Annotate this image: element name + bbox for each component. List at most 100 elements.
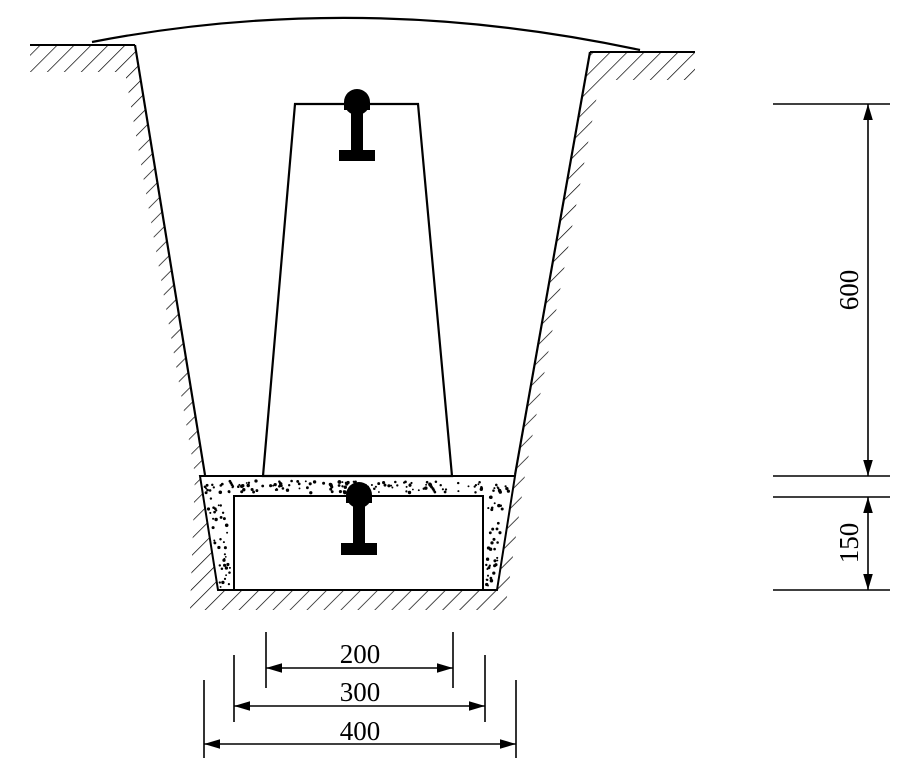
sand-dot xyxy=(434,480,438,484)
dimension-label-150: 150 xyxy=(834,523,864,564)
sand-dot xyxy=(247,481,251,484)
sand-dot xyxy=(212,517,215,520)
sand-dot xyxy=(213,510,216,514)
dimension-label-200: 200 xyxy=(340,639,381,669)
sand-dot xyxy=(223,557,226,560)
sand-dot xyxy=(242,488,246,492)
dimension-label-600: 600 xyxy=(834,270,864,311)
sand-dot xyxy=(227,582,231,586)
sand-dot xyxy=(273,483,277,486)
sand-dot xyxy=(377,491,380,493)
sand-dot xyxy=(485,557,490,561)
sand-dot xyxy=(488,531,492,535)
sand-dot xyxy=(506,489,510,493)
sand-dot xyxy=(489,576,493,580)
sand-dot xyxy=(456,481,460,485)
sand-dot xyxy=(486,567,489,571)
sand-dot xyxy=(425,480,429,484)
sand-dot xyxy=(495,527,499,531)
sand-dot xyxy=(255,489,259,493)
sand-dot xyxy=(343,485,347,489)
sand-dot xyxy=(387,484,391,488)
sand-dot xyxy=(403,481,406,484)
sand-dot xyxy=(490,508,494,512)
sand-dot xyxy=(211,526,215,530)
sand-dot xyxy=(506,487,509,490)
sand-dot xyxy=(497,503,501,508)
sand-dot xyxy=(261,484,265,488)
sand-dot xyxy=(224,523,229,528)
sand-dot xyxy=(486,578,489,581)
sand-dot xyxy=(223,546,227,550)
sand-dot xyxy=(493,547,496,551)
sand-dot xyxy=(430,485,434,489)
sand-dot xyxy=(285,488,290,492)
sand-dot xyxy=(219,585,222,588)
sand-dot xyxy=(220,567,224,570)
sand-dot xyxy=(390,484,393,487)
sand-dot xyxy=(417,489,420,492)
sand-dot xyxy=(337,484,341,487)
sand-dot xyxy=(269,484,273,488)
sand-dot xyxy=(500,507,504,511)
sand-dot xyxy=(208,489,212,492)
ground-surface xyxy=(30,44,695,53)
sand-dot xyxy=(344,490,347,493)
sand-dot xyxy=(252,490,256,494)
sand-dot xyxy=(474,483,478,487)
sand-dot xyxy=(223,563,227,567)
sand-dot xyxy=(492,489,495,492)
sand-dot xyxy=(211,483,214,487)
sand-dot xyxy=(337,480,342,484)
sand-dot xyxy=(425,483,428,486)
sand-dot xyxy=(240,490,244,494)
sand-dot xyxy=(489,578,494,583)
sand-dot xyxy=(493,559,497,563)
sand-dot xyxy=(443,490,447,494)
sand-dot xyxy=(493,564,497,568)
sand-dots xyxy=(203,479,510,588)
sand-dot xyxy=(410,481,413,485)
sand-dot xyxy=(467,485,470,488)
sand-dot xyxy=(496,559,499,562)
sand-dot xyxy=(308,482,312,486)
sand-dot xyxy=(223,577,227,581)
sand-dot xyxy=(486,546,491,550)
sand-dot xyxy=(498,531,502,535)
sand-dot xyxy=(473,485,476,488)
sand-dot xyxy=(246,483,250,488)
sand-dot xyxy=(219,515,223,519)
sand-dot xyxy=(226,562,230,567)
sand-dot xyxy=(330,490,334,494)
sand-dot xyxy=(352,480,356,484)
sand-dot xyxy=(288,484,291,487)
sand-dot xyxy=(213,539,216,542)
sand-dot xyxy=(305,486,309,490)
sand-dot xyxy=(444,488,448,491)
sand-dot xyxy=(205,487,208,490)
sand-dot xyxy=(487,507,490,510)
sand-dot xyxy=(254,479,258,483)
dimension-label-400: 400 xyxy=(340,716,381,746)
sand-dot xyxy=(228,490,231,494)
sand-dot xyxy=(411,488,414,491)
height-dimensions xyxy=(773,103,890,591)
sand-dot xyxy=(373,487,376,491)
sand-dot xyxy=(408,483,412,487)
sand-dot xyxy=(493,487,496,490)
sand-dot xyxy=(495,483,498,487)
sand-dot xyxy=(492,571,496,575)
sand-dot xyxy=(474,491,477,494)
sand-dot xyxy=(206,488,209,492)
sand-dot xyxy=(338,490,342,494)
sand-dot xyxy=(214,517,218,522)
sand-dot xyxy=(290,479,293,483)
sand-dot xyxy=(222,517,226,521)
sand-dot xyxy=(250,487,254,492)
sand-dot xyxy=(383,483,387,487)
sand-dot xyxy=(272,484,275,487)
sand-dot xyxy=(479,487,483,491)
sand-dot xyxy=(396,484,399,487)
